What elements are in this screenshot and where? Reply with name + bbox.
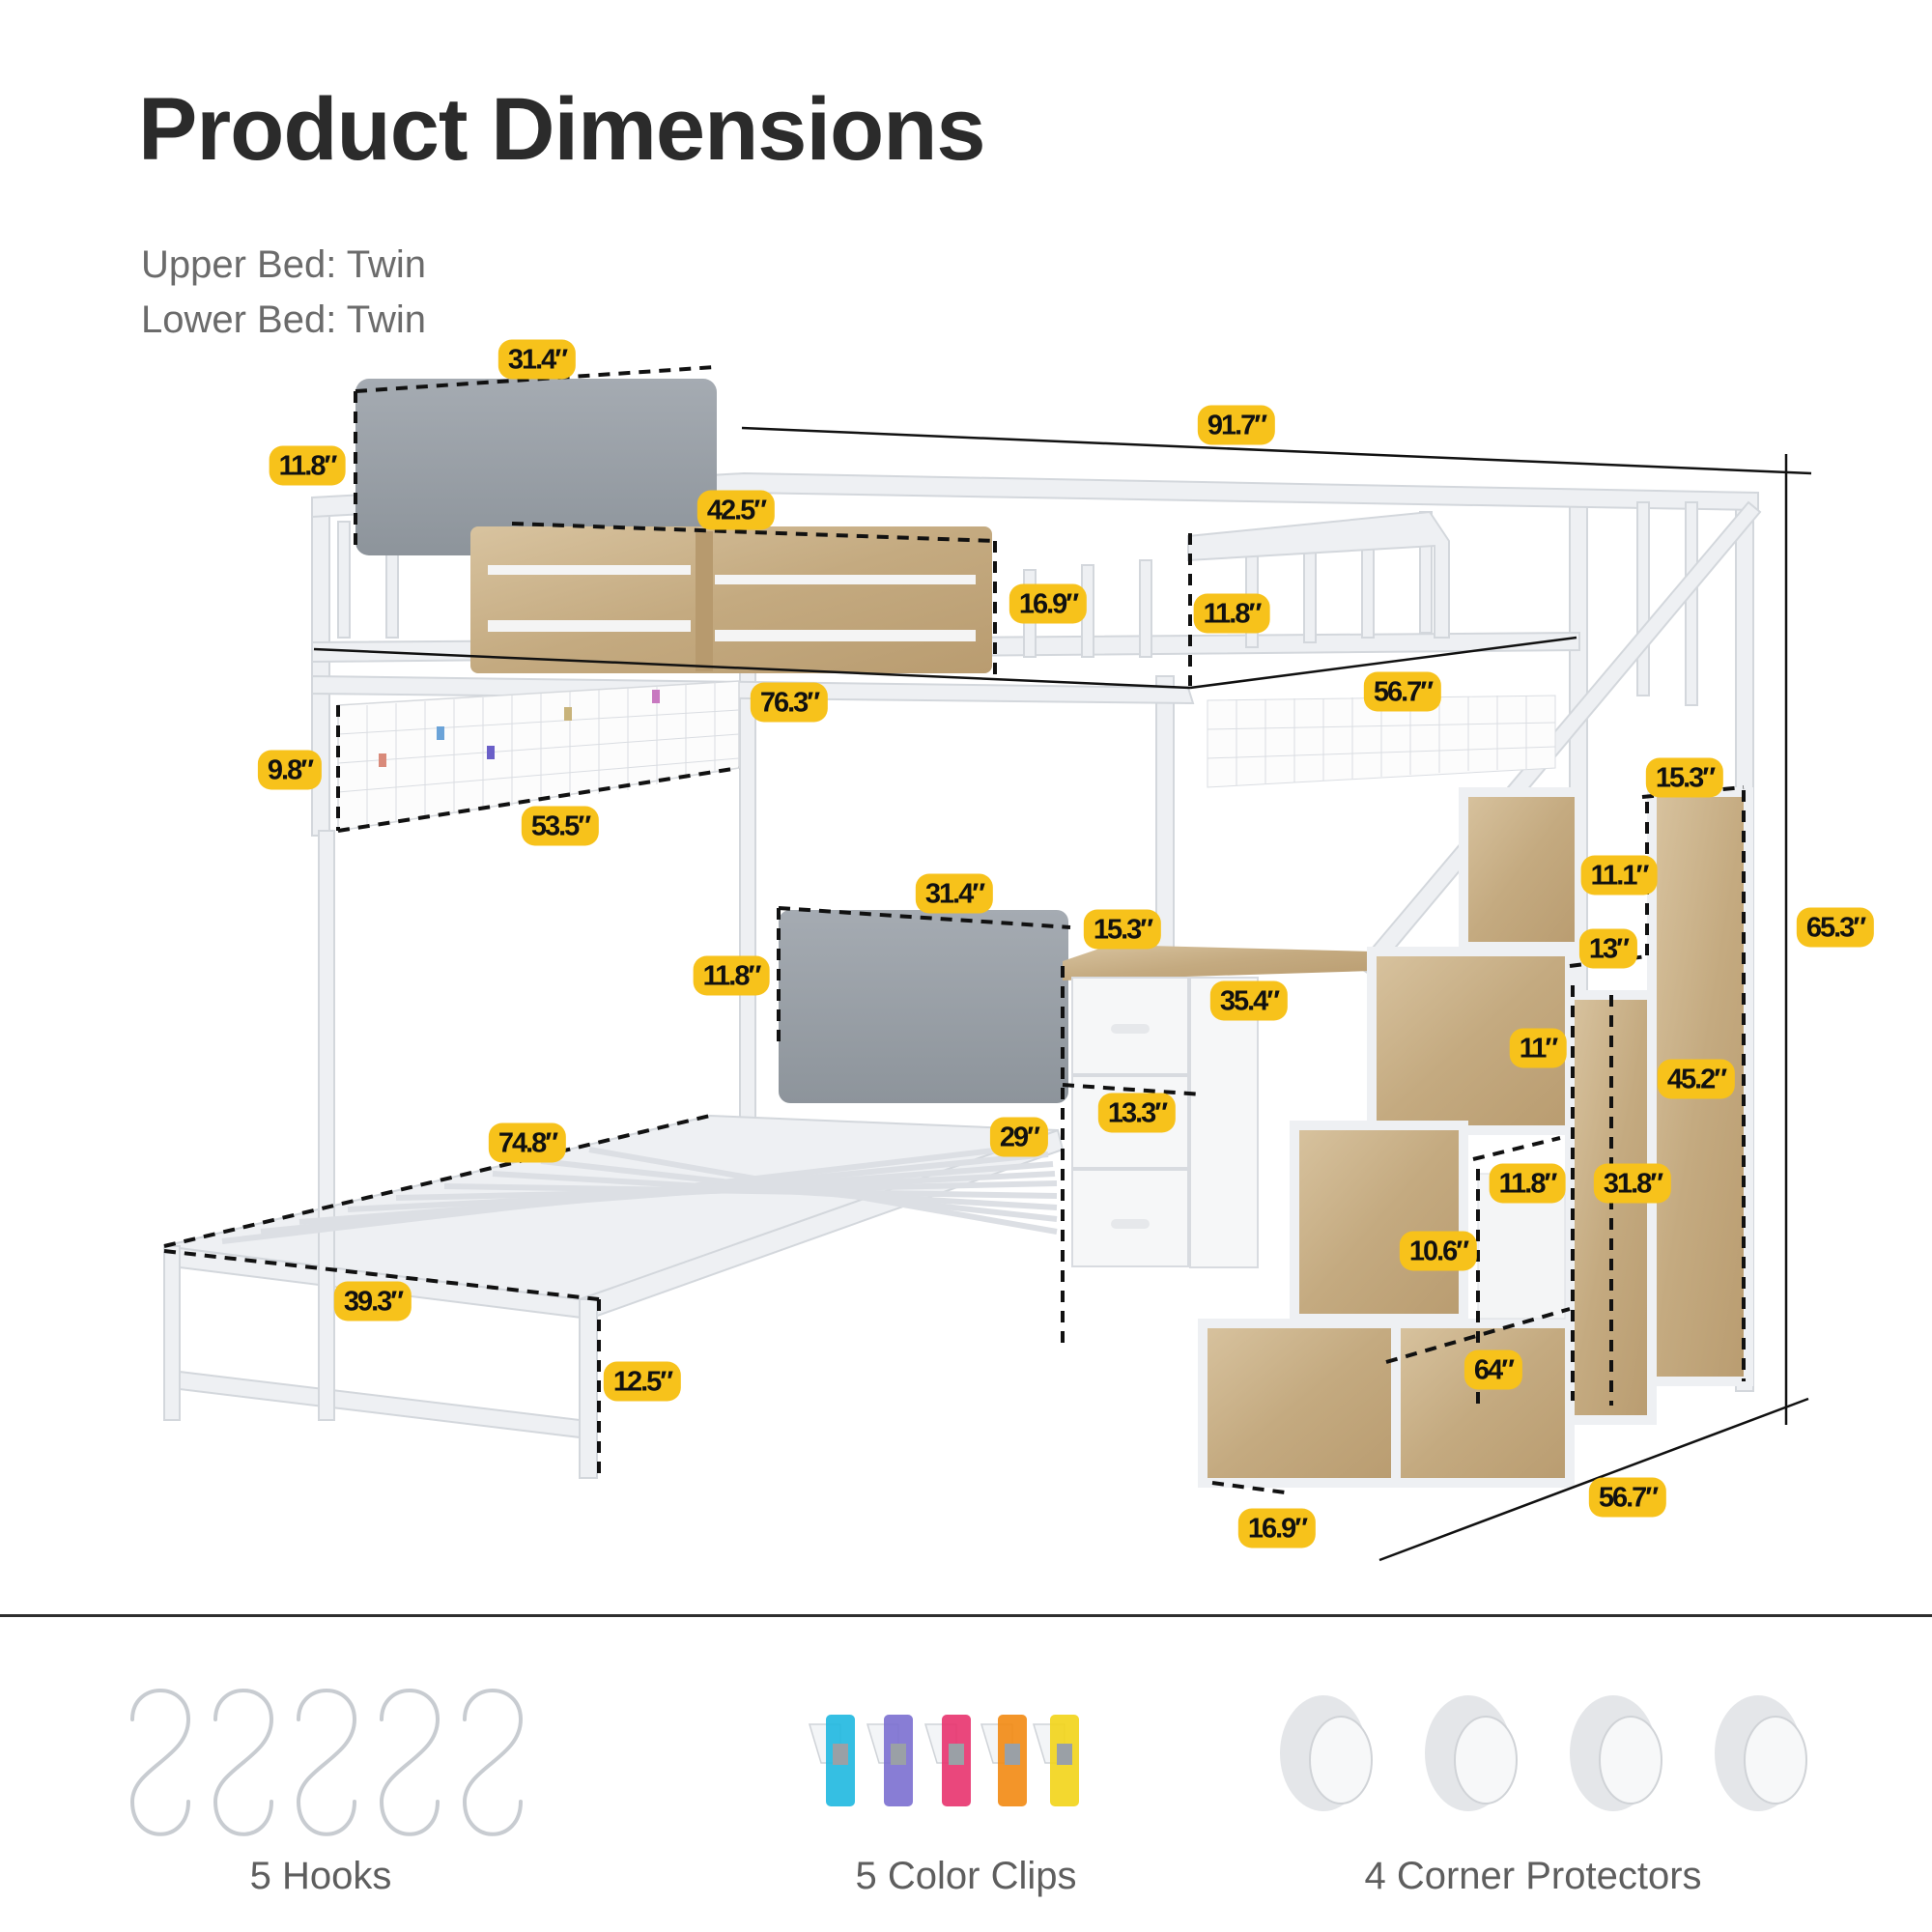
dim-stair-step-top: 11.1″	[1582, 857, 1656, 894]
dim-desk-width: 35.4″	[1211, 982, 1287, 1019]
loft-bed-diagram	[163, 365, 1812, 1562]
dim-stair-base-shelf: 64″	[1465, 1351, 1521, 1388]
dim-upper-headboard-width: 31.4″	[499, 341, 575, 378]
dim-upper-headboard-height: 11.8″	[270, 447, 344, 484]
dim-overall-length: 91.7″	[1199, 407, 1274, 443]
dim-lower-headboard-width: 31.4″	[917, 875, 992, 912]
accessory-hooks-label: 5 Hooks	[249, 1855, 392, 1897]
dim-upper-guardrail-height: 11.8″	[1195, 595, 1268, 632]
dim-grid-panel-width: 53.5″	[523, 808, 598, 844]
dim-lower-bed-clearance: 12.5″	[605, 1363, 680, 1400]
dim-stair-cabinet-height: 45.2″	[1659, 1061, 1734, 1097]
page-title: Product Dimensions	[138, 80, 986, 179]
dim-shelf-width: 42.5″	[698, 492, 774, 528]
dim-upper-bed-length: 76.3″	[752, 684, 827, 721]
lower-bed-size: Lower Bed: Twin	[141, 298, 426, 341]
section-divider	[0, 1614, 1932, 1617]
upper-headboard	[355, 379, 717, 555]
clip-icon	[808, 1715, 1079, 1806]
dim-desk-height: 29″	[991, 1119, 1047, 1155]
dim-grid-panel-height: 9.8″	[259, 752, 321, 788]
dim-shelf-height: 16.9″	[1010, 585, 1086, 622]
lower-headboard	[779, 910, 1068, 1103]
dim-stair-bottom-width: 16.9″	[1239, 1510, 1315, 1547]
dim-lower-bed-width: 39.3″	[335, 1283, 411, 1320]
s-hook-icon	[129, 1689, 524, 1836]
dim-upper-bed-width: 56.7″	[1365, 673, 1440, 710]
dim-stair-step-mid: 11″	[1511, 1030, 1565, 1066]
dim-drawer-height: 13.3″	[1099, 1094, 1175, 1131]
accessory-corner-protectors-label: 4 Corner Protectors	[1364, 1855, 1702, 1897]
dim-stair-column-height: 31.8″	[1595, 1165, 1670, 1202]
dim-stair-door-width: 11.8″	[1491, 1165, 1564, 1202]
dim-desk-depth: 15.3″	[1085, 911, 1160, 948]
dim-stair-step-13: 13″	[1580, 930, 1636, 967]
upper-bed-size: Upper Bed: Twin	[141, 243, 426, 286]
dim-lower-headboard-height: 11.8″	[695, 957, 768, 994]
dim-overall-height: 65.3″	[1798, 909, 1873, 946]
corner-protector-icon	[1280, 1695, 1807, 1811]
dim-stair-top-depth: 15.3″	[1647, 759, 1722, 796]
accessory-clips-label: 5 Color Clips	[855, 1855, 1077, 1897]
dim-overall-width: 56.7″	[1590, 1479, 1665, 1516]
dim-stair-step-low: 10.6″	[1401, 1233, 1476, 1269]
dim-lower-bed-length: 74.8″	[490, 1124, 565, 1161]
